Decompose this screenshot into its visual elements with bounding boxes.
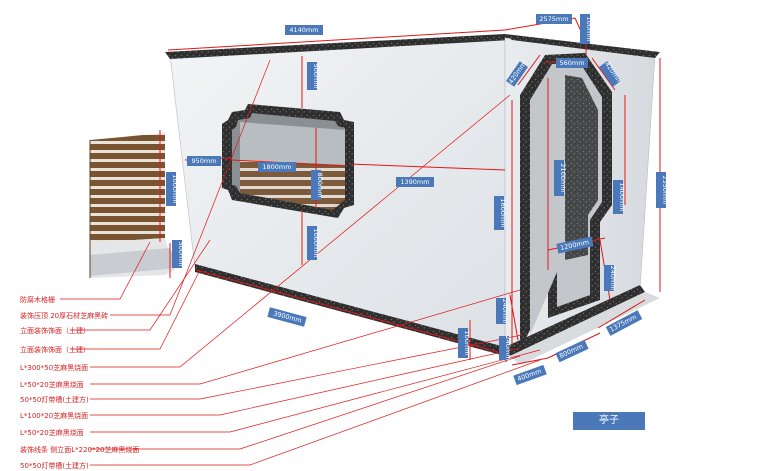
svg-text:240mm: 240mm — [504, 335, 512, 360]
dim-tag-1600: 1600mm — [494, 196, 507, 230]
svg-text:500mm: 500mm — [177, 241, 185, 266]
wood-lattice-fence — [89, 133, 178, 278]
svg-text:2350mm: 2350mm — [661, 175, 669, 204]
diagram-title: 亭子 — [573, 412, 645, 430]
svg-text:1000mm: 1000mm — [312, 228, 320, 257]
dim-tag-100-top: 100mm — [580, 14, 593, 44]
annotation-label: 立面装饰饰面（土建） — [20, 345, 90, 354]
svg-text:3900mm: 3900mm — [272, 309, 302, 324]
dim-tag-560: 560mm — [556, 58, 588, 68]
annotation-label: 立面装饰饰面（土建） — [20, 326, 90, 335]
svg-text:2100mm: 2100mm — [559, 163, 567, 192]
dim-tag-1390: 1390mm — [396, 177, 434, 187]
svg-text:950mm: 950mm — [191, 157, 216, 165]
dim-tag-240-base: 240mm — [496, 298, 509, 324]
dim-tag-240-arch: 240mm — [604, 265, 617, 291]
svg-text:240mm: 240mm — [609, 265, 617, 290]
annotation-label: 50*50灯带槽(土建方) — [20, 395, 89, 404]
svg-text:2575mm: 2575mm — [539, 15, 568, 23]
annotation-label: 装饰线条 侧立面L*220*20芝麻黑烧面 — [20, 445, 139, 454]
dim-tag-240-bottom: 240mm — [499, 335, 512, 361]
dim-tag-1000-window: 1000mm — [307, 226, 320, 260]
svg-text:240mm: 240mm — [501, 298, 509, 323]
annotation-label: 装饰压顶 20厚石材芝麻黑砖 — [20, 311, 108, 320]
dim-tag-950: 950mm — [187, 156, 221, 166]
dim-tag-1400: 1400mm — [613, 180, 626, 214]
svg-text:1390mm: 1390mm — [400, 178, 429, 186]
svg-text:800mm: 800mm — [558, 342, 584, 360]
dim-tag-3900: 3900mm — [267, 307, 307, 327]
annotation-leaders — [60, 59, 541, 466]
dim-tag-800: 800mm — [311, 170, 324, 200]
dim-tag-500: 500mm — [307, 62, 320, 90]
svg-text:560mm: 560mm — [559, 59, 584, 67]
svg-text:100mm: 100mm — [585, 16, 593, 41]
dim-tag-4140: 4140mm — [285, 25, 323, 35]
annotation-label: 50*50灯带槽(土建方) — [20, 461, 89, 470]
svg-text:1400mm: 1400mm — [618, 182, 626, 211]
annotation-label: L*50*20芝麻黑烧面 — [20, 428, 84, 437]
dim-tag-2350: 2350mm — [656, 172, 669, 208]
dim-tag-500-fence: 500mm — [172, 240, 185, 268]
annotation-label: L*50*20芝麻黑烧面 — [20, 380, 84, 389]
annotation-label: L*300*50芝麻黑烧面 — [20, 363, 88, 372]
annotation-label: 防腐木格栅 — [20, 295, 55, 304]
svg-text:400mm: 400mm — [516, 367, 542, 383]
svg-text:500mm: 500mm — [312, 63, 320, 88]
dim-tag-1200: 1200mm — [556, 236, 594, 254]
svg-text:4140mm: 4140mm — [289, 26, 318, 34]
dim-tag-1000-fence: 1000mm — [166, 172, 179, 206]
svg-text:1600mm: 1600mm — [499, 198, 507, 227]
annotation-label: L*100*20芝麻黑烧面 — [20, 411, 88, 420]
dim-tag-1800: 1800mm — [258, 162, 296, 172]
svg-text:1800mm: 1800mm — [262, 163, 291, 171]
svg-text:100mm: 100mm — [463, 330, 471, 355]
dim-tag-2100: 2100mm — [554, 160, 567, 196]
svg-text:1000mm: 1000mm — [171, 174, 179, 203]
dim-tag-2575: 2575mm — [536, 14, 572, 24]
annotation-labels: 防腐木格栅 装饰压顶 20厚石材芝麻黑砖 立面装饰饰面（土建） 立面装饰饰面（土… — [20, 295, 139, 470]
svg-text:800mm: 800mm — [316, 172, 324, 197]
dim-tag-100-bottom: 100mm — [458, 328, 471, 358]
